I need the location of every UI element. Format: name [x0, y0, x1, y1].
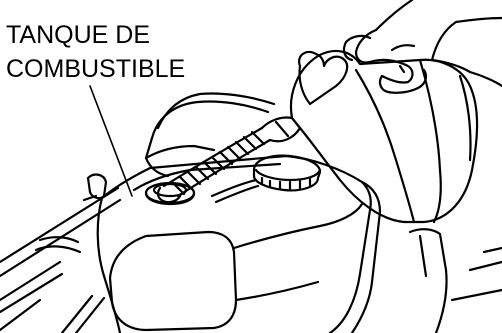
- machine-frame: [0, 93, 274, 333]
- hand: [344, 0, 502, 93]
- fuel-cap: [212, 156, 320, 202]
- callout-leader-line: [90, 86, 132, 196]
- tank-filler-neck: [146, 183, 194, 204]
- callout-line-1: TANQUE DE: [6, 18, 185, 52]
- fuel-tank-callout-label: TANQUE DE COMBUSTIBLE: [6, 18, 185, 86]
- callout-line-2: COMBUSTIBLE: [6, 52, 185, 86]
